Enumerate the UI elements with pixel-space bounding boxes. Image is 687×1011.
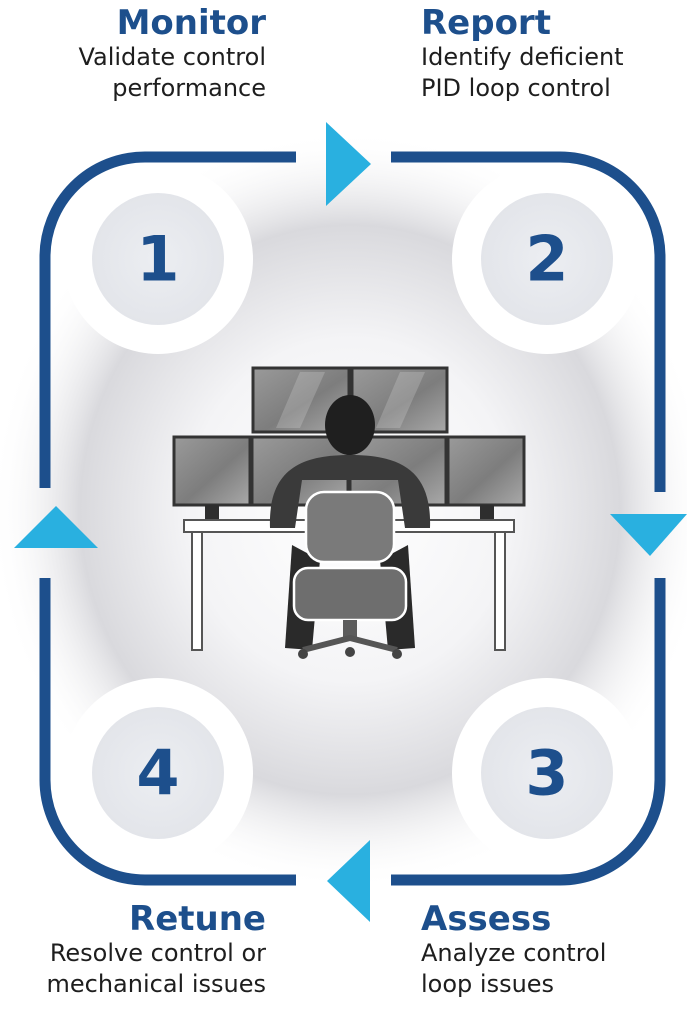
step-description-line: performance bbox=[0, 73, 266, 104]
step-circle-4: 4 bbox=[63, 678, 253, 868]
chair-seat bbox=[294, 568, 406, 620]
chair-back bbox=[306, 492, 394, 562]
monitor-lower-far-left bbox=[174, 437, 250, 505]
step-description-line: mechanical issues bbox=[0, 969, 266, 1000]
step-description-line: PID loop control bbox=[421, 73, 681, 104]
step-description-line: loop issues bbox=[421, 969, 681, 1000]
step-label-report: Report Identify deficient PID loop contr… bbox=[421, 4, 681, 104]
step-description-line: Analyze control bbox=[421, 938, 681, 969]
step-label-retune: Retune Resolve control or mechanical iss… bbox=[0, 900, 266, 1000]
step-description-line: Validate control bbox=[0, 42, 266, 73]
step-circle-1: 1 bbox=[63, 164, 253, 354]
step-title: Report bbox=[421, 4, 681, 42]
step-title: Monitor bbox=[0, 4, 266, 42]
step-label-assess: Assess Analyze control loop issues bbox=[421, 900, 681, 1000]
step-label-monitor: Monitor Validate control performance bbox=[0, 4, 266, 104]
step-number-1: 1 bbox=[136, 223, 179, 296]
step-number-4: 4 bbox=[136, 737, 179, 810]
step-number-2: 2 bbox=[525, 223, 568, 296]
step-title: Retune bbox=[0, 900, 266, 938]
monitor-lower-far-right bbox=[448, 437, 524, 505]
step-description-line: Identify deficient bbox=[421, 42, 681, 73]
step-circle-2: 2 bbox=[452, 164, 642, 354]
operator-head bbox=[325, 395, 375, 455]
step-number-3: 3 bbox=[525, 737, 568, 810]
step-circle-3: 3 bbox=[452, 678, 642, 868]
step-title: Assess bbox=[421, 900, 681, 938]
step-description-line: Resolve control or bbox=[0, 938, 266, 969]
